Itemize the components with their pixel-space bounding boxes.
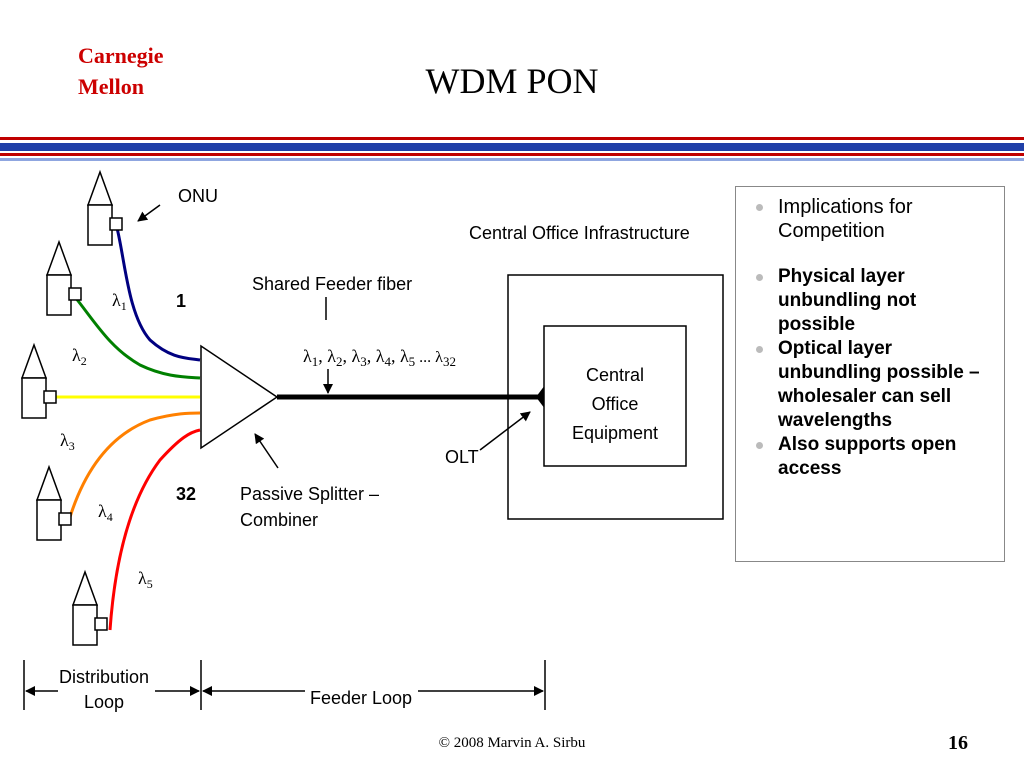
olt-pointer-arrow (479, 411, 531, 451)
wavelength-label-3: λ3 (60, 430, 75, 453)
onu-house-1 (86, 169, 123, 246)
splitter-pointer-arrow (254, 433, 279, 469)
onu-house-4 (35, 464, 72, 541)
divider-bar-red-bottom (0, 153, 1024, 156)
co-equipment-line-2: Office (592, 394, 639, 414)
wavelength-label-1: λ1 (112, 290, 127, 313)
splitter-label-line-1: Passive Splitter – (240, 484, 379, 504)
co-equipment-line-3: Equipment (572, 423, 658, 443)
feeder-wavelengths: λ1, λ2, λ3, λ4, λ5 ... λ32 (303, 346, 456, 369)
wdm-pon-diagram: ONU λ1 λ2 λ3 λ4 λ5 1 32 Shared Feeder fi… (20, 169, 724, 712)
shared-feeder-fiber-label: Shared Feeder fiber (252, 274, 412, 294)
central-office-equipment-box (543, 325, 687, 467)
divider-bar-blue-thick (0, 143, 1024, 151)
co-equipment-line-1: Central (586, 365, 644, 385)
list-item-open-access: Also supports open access (748, 433, 994, 481)
onu-label: ONU (178, 186, 218, 206)
central-office-infrastructure-label: Central Office Infrastructure (469, 223, 690, 243)
divider-bar-red-top (0, 137, 1024, 140)
wavelength-label-4: λ4 (98, 501, 113, 524)
passive-splitter (200, 344, 279, 450)
copyright-notice: © 2008 Marvin A. Sirbu (438, 735, 586, 751)
onu-house-5 (71, 569, 108, 646)
slide-title: WDM PON (425, 61, 599, 101)
implications-panel: Implications for Competition Physical la… (735, 186, 1005, 562)
fiber-5 (108, 428, 201, 631)
wavelength-label-5: λ5 (138, 568, 153, 591)
university-logo: Carnegie Mellon (78, 40, 164, 102)
port-label-first: 1 (176, 291, 186, 311)
divider-bar-blue-light (0, 158, 1024, 161)
page-number: 16 (948, 732, 968, 754)
central-office-infrastructure-box (507, 274, 724, 520)
olt-label: OLT (445, 447, 479, 467)
onu-pointer-arrow (137, 204, 161, 222)
onu-house-3 (20, 342, 57, 419)
feeder-loop-label: Feeder Loop (310, 688, 412, 708)
port-label-last: 32 (176, 484, 196, 504)
distribution-loop-label-line-2: Loop (84, 692, 124, 712)
logo-line-2: Mellon (78, 74, 144, 99)
wavelength-label-2: λ2 (72, 345, 87, 368)
list-item-optical-layer: Optical layer unbundling possible – whol… (748, 337, 994, 433)
list-item-implications: Implications for Competition (748, 195, 994, 243)
splitter-label-line-2: Combiner (240, 510, 318, 530)
fiber-4 (68, 411, 201, 518)
onu-house-2 (45, 239, 82, 316)
implications-list: Implications for Competition Physical la… (748, 195, 994, 481)
fiber-2 (73, 296, 201, 380)
fiber-1 (115, 227, 201, 362)
logo-line-1: Carnegie (78, 43, 164, 68)
list-item-physical-layer: Physical layer unbundling not possible (748, 265, 994, 337)
distribution-loop-label-line-1: Distribution (59, 667, 149, 687)
